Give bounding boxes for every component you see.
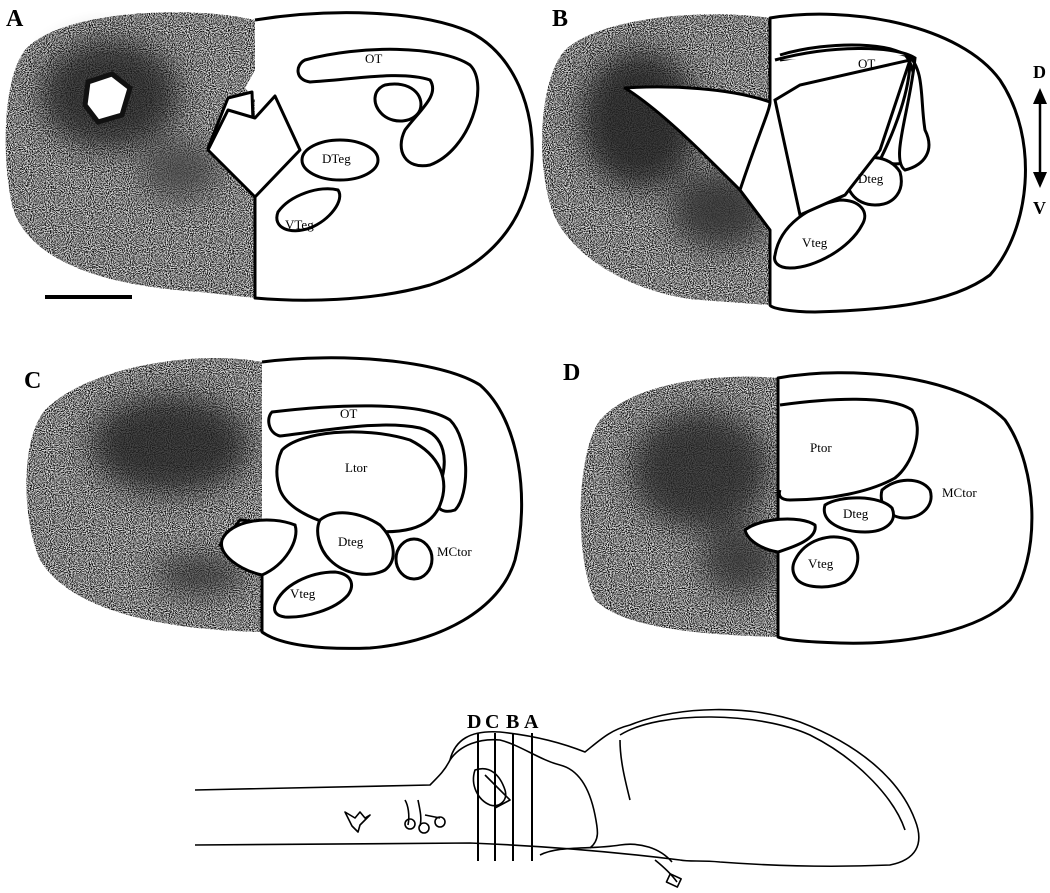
panel-b-letter: B bbox=[552, 6, 568, 32]
panel-c-drawing bbox=[218, 356, 524, 650]
panel-b-micrograph bbox=[542, 14, 772, 306]
panel-d: D Ptor MCtor Dteg Vteg bbox=[563, 360, 1034, 645]
panel-d-drawing bbox=[743, 371, 1034, 645]
ventral-arrow-icon bbox=[1033, 172, 1047, 188]
panel-b-label-vteg: Vteg bbox=[802, 235, 828, 250]
panel-c-micrograph bbox=[26, 358, 263, 632]
panel-b: B OT Dteg Vteg D V bbox=[542, 6, 1047, 314]
section-label-b: B bbox=[506, 711, 519, 733]
orientation-indicator: D V bbox=[1033, 62, 1047, 218]
panel-c: C OT Ltor Dteg MCtor Vteg bbox=[24, 356, 524, 650]
panel-a-drawing bbox=[206, 11, 534, 302]
panel-a: A OT DTeg VTeg bbox=[5, 6, 534, 302]
panel-c-label-mctor: MCtor bbox=[437, 544, 472, 559]
panel-c-letter: C bbox=[24, 368, 41, 394]
panel-a-micrograph bbox=[5, 12, 257, 298]
panel-d-label-vteg: Vteg bbox=[808, 556, 834, 571]
panel-c-label-ot: OT bbox=[340, 406, 357, 421]
section-label-a: A bbox=[524, 711, 539, 733]
brain-lateral-view: D C B A bbox=[194, 708, 920, 888]
panel-c-label-dteg: Dteg bbox=[338, 534, 364, 549]
panel-b-drawing bbox=[738, 12, 1027, 314]
panel-a-label-ot: OT bbox=[365, 51, 382, 66]
ventral-label: V bbox=[1033, 198, 1046, 218]
dorsal-arrow-icon bbox=[1033, 88, 1047, 104]
panel-a-label-dteg: DTeg bbox=[322, 151, 351, 166]
panel-d-micrograph bbox=[580, 376, 780, 637]
panel-a-label-vteg: VTeg bbox=[285, 217, 314, 232]
panel-d-label-ptor: Ptor bbox=[810, 440, 832, 455]
panel-d-label-mctor: MCtor bbox=[942, 485, 977, 500]
panel-b-label-ot: OT bbox=[858, 56, 875, 71]
section-label-c: C bbox=[485, 711, 499, 733]
panel-a-letter: A bbox=[6, 6, 24, 32]
panel-c-label-ltor: Ltor bbox=[345, 460, 368, 475]
panel-d-label-dteg: Dteg bbox=[843, 506, 869, 521]
dorsal-label: D bbox=[1033, 62, 1046, 82]
panel-d-letter: D bbox=[563, 360, 580, 386]
panel-c-label-vteg: Vteg bbox=[290, 586, 316, 601]
panel-b-label-dteg: Dteg bbox=[858, 171, 884, 186]
section-label-d: D bbox=[467, 711, 481, 733]
